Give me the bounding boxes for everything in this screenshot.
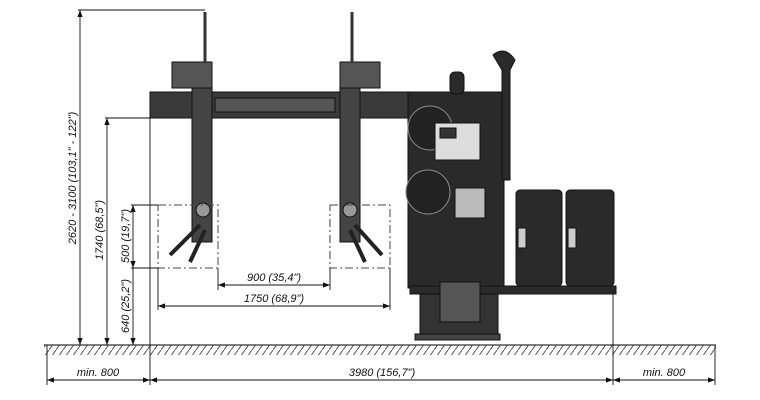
stroke-label: 500 (19,7") xyxy=(120,209,132,263)
clearance-left-label: min. 800 xyxy=(77,367,120,379)
work-envelopes xyxy=(157,204,391,269)
welding-machine xyxy=(149,12,617,341)
inner-width-label: 900 (35,4") xyxy=(247,272,301,284)
ground xyxy=(44,344,716,355)
overall-length-label: 3980 (156,7") xyxy=(349,367,416,379)
total-height-label: 2620 - 3100 (103,1" - 122") xyxy=(67,111,79,245)
exhaust-pipe xyxy=(492,50,516,181)
clearance-right-label: min. 800 xyxy=(643,367,686,379)
beam-height-label: 1740 (68,5") xyxy=(94,200,106,261)
min-height-label: 640 (25,2") xyxy=(120,279,132,333)
outer-width-label: 1750 (68,9") xyxy=(244,293,305,305)
dimension-lines xyxy=(46,9,716,385)
